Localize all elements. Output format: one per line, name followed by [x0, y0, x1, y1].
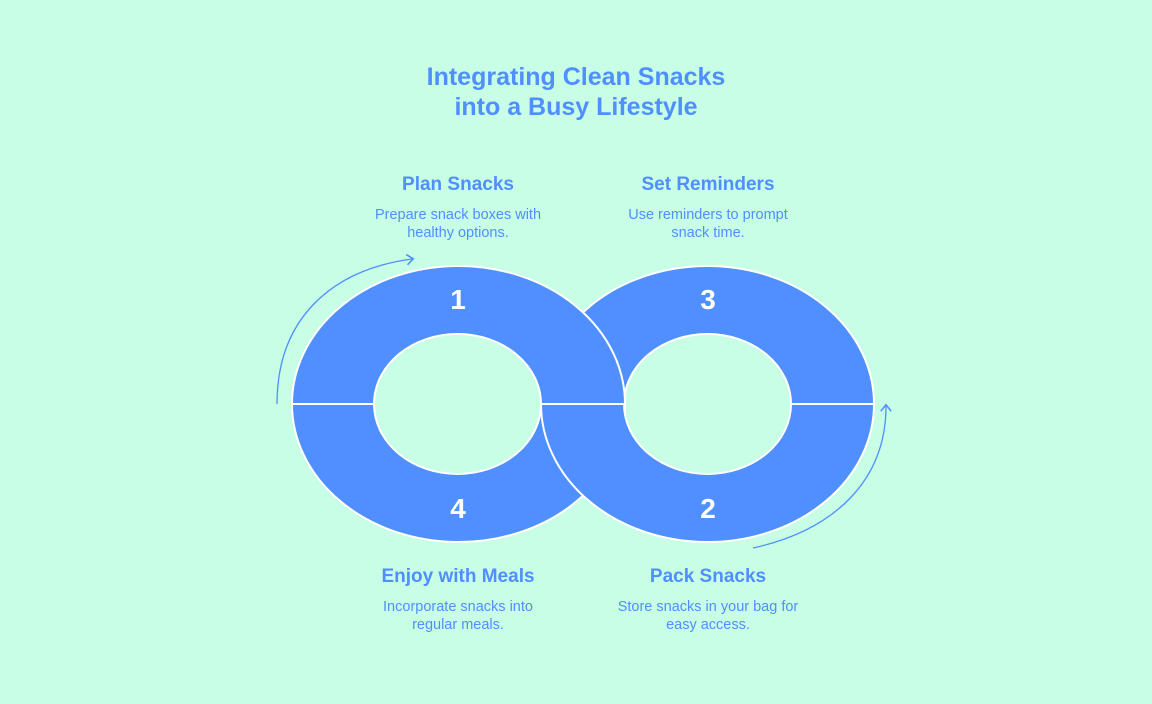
- step-number-2: 2: [700, 493, 716, 524]
- step-title: Set Reminders: [641, 174, 775, 195]
- title-line-1: Integrating Clean Snacks: [426, 63, 726, 91]
- step-description: Prepare snack boxes with healthy options.: [328, 206, 588, 242]
- diagram-title: Integrating Clean Snacks into a Busy Lif…: [0, 62, 1152, 122]
- desc-line: regular meals.: [412, 617, 504, 633]
- step-number-4: 4: [450, 493, 466, 524]
- step-description: Incorporate snacks into regular meals.: [328, 598, 588, 634]
- arrow-left-icon: [276, 253, 415, 405]
- desc-line: Prepare snack boxes with: [374, 207, 542, 223]
- arrow-right-icon: [752, 403, 892, 549]
- step-title: Plan Snacks: [402, 174, 514, 195]
- step-enjoy-with-meals: Enjoy with Meals Incorporate snacks into…: [328, 565, 588, 634]
- desc-line: Store snacks in your bag for: [617, 599, 799, 615]
- step-number-1: 1: [450, 284, 466, 315]
- step-pack-snacks: Pack Snacks Store snacks in your bag for…: [578, 565, 838, 634]
- step-title: Enjoy with Meals: [381, 566, 535, 587]
- desc-line: Incorporate snacks into: [383, 599, 533, 615]
- step-description: Use reminders to prompt snack time.: [578, 206, 838, 242]
- step-set-reminders: Set Reminders Use reminders to prompt sna…: [578, 173, 838, 242]
- step-description: Store snacks in your bag for easy access.: [578, 598, 838, 634]
- step-title: Pack Snacks: [649, 566, 767, 587]
- segment-3: [539, 265, 876, 405]
- desc-line: Use reminders to prompt: [628, 207, 788, 223]
- segment-1: [290, 265, 627, 405]
- segment-2: [539, 403, 876, 543]
- desc-line: healthy options.: [407, 225, 509, 241]
- title-line-2: into a Busy Lifestyle: [454, 93, 698, 121]
- desc-line: easy access.: [666, 617, 750, 633]
- step-plan-snacks: Plan Snacks Prepare snack boxes with heal…: [328, 173, 588, 242]
- step-number-3: 3: [700, 284, 716, 315]
- desc-line: snack time.: [671, 225, 745, 241]
